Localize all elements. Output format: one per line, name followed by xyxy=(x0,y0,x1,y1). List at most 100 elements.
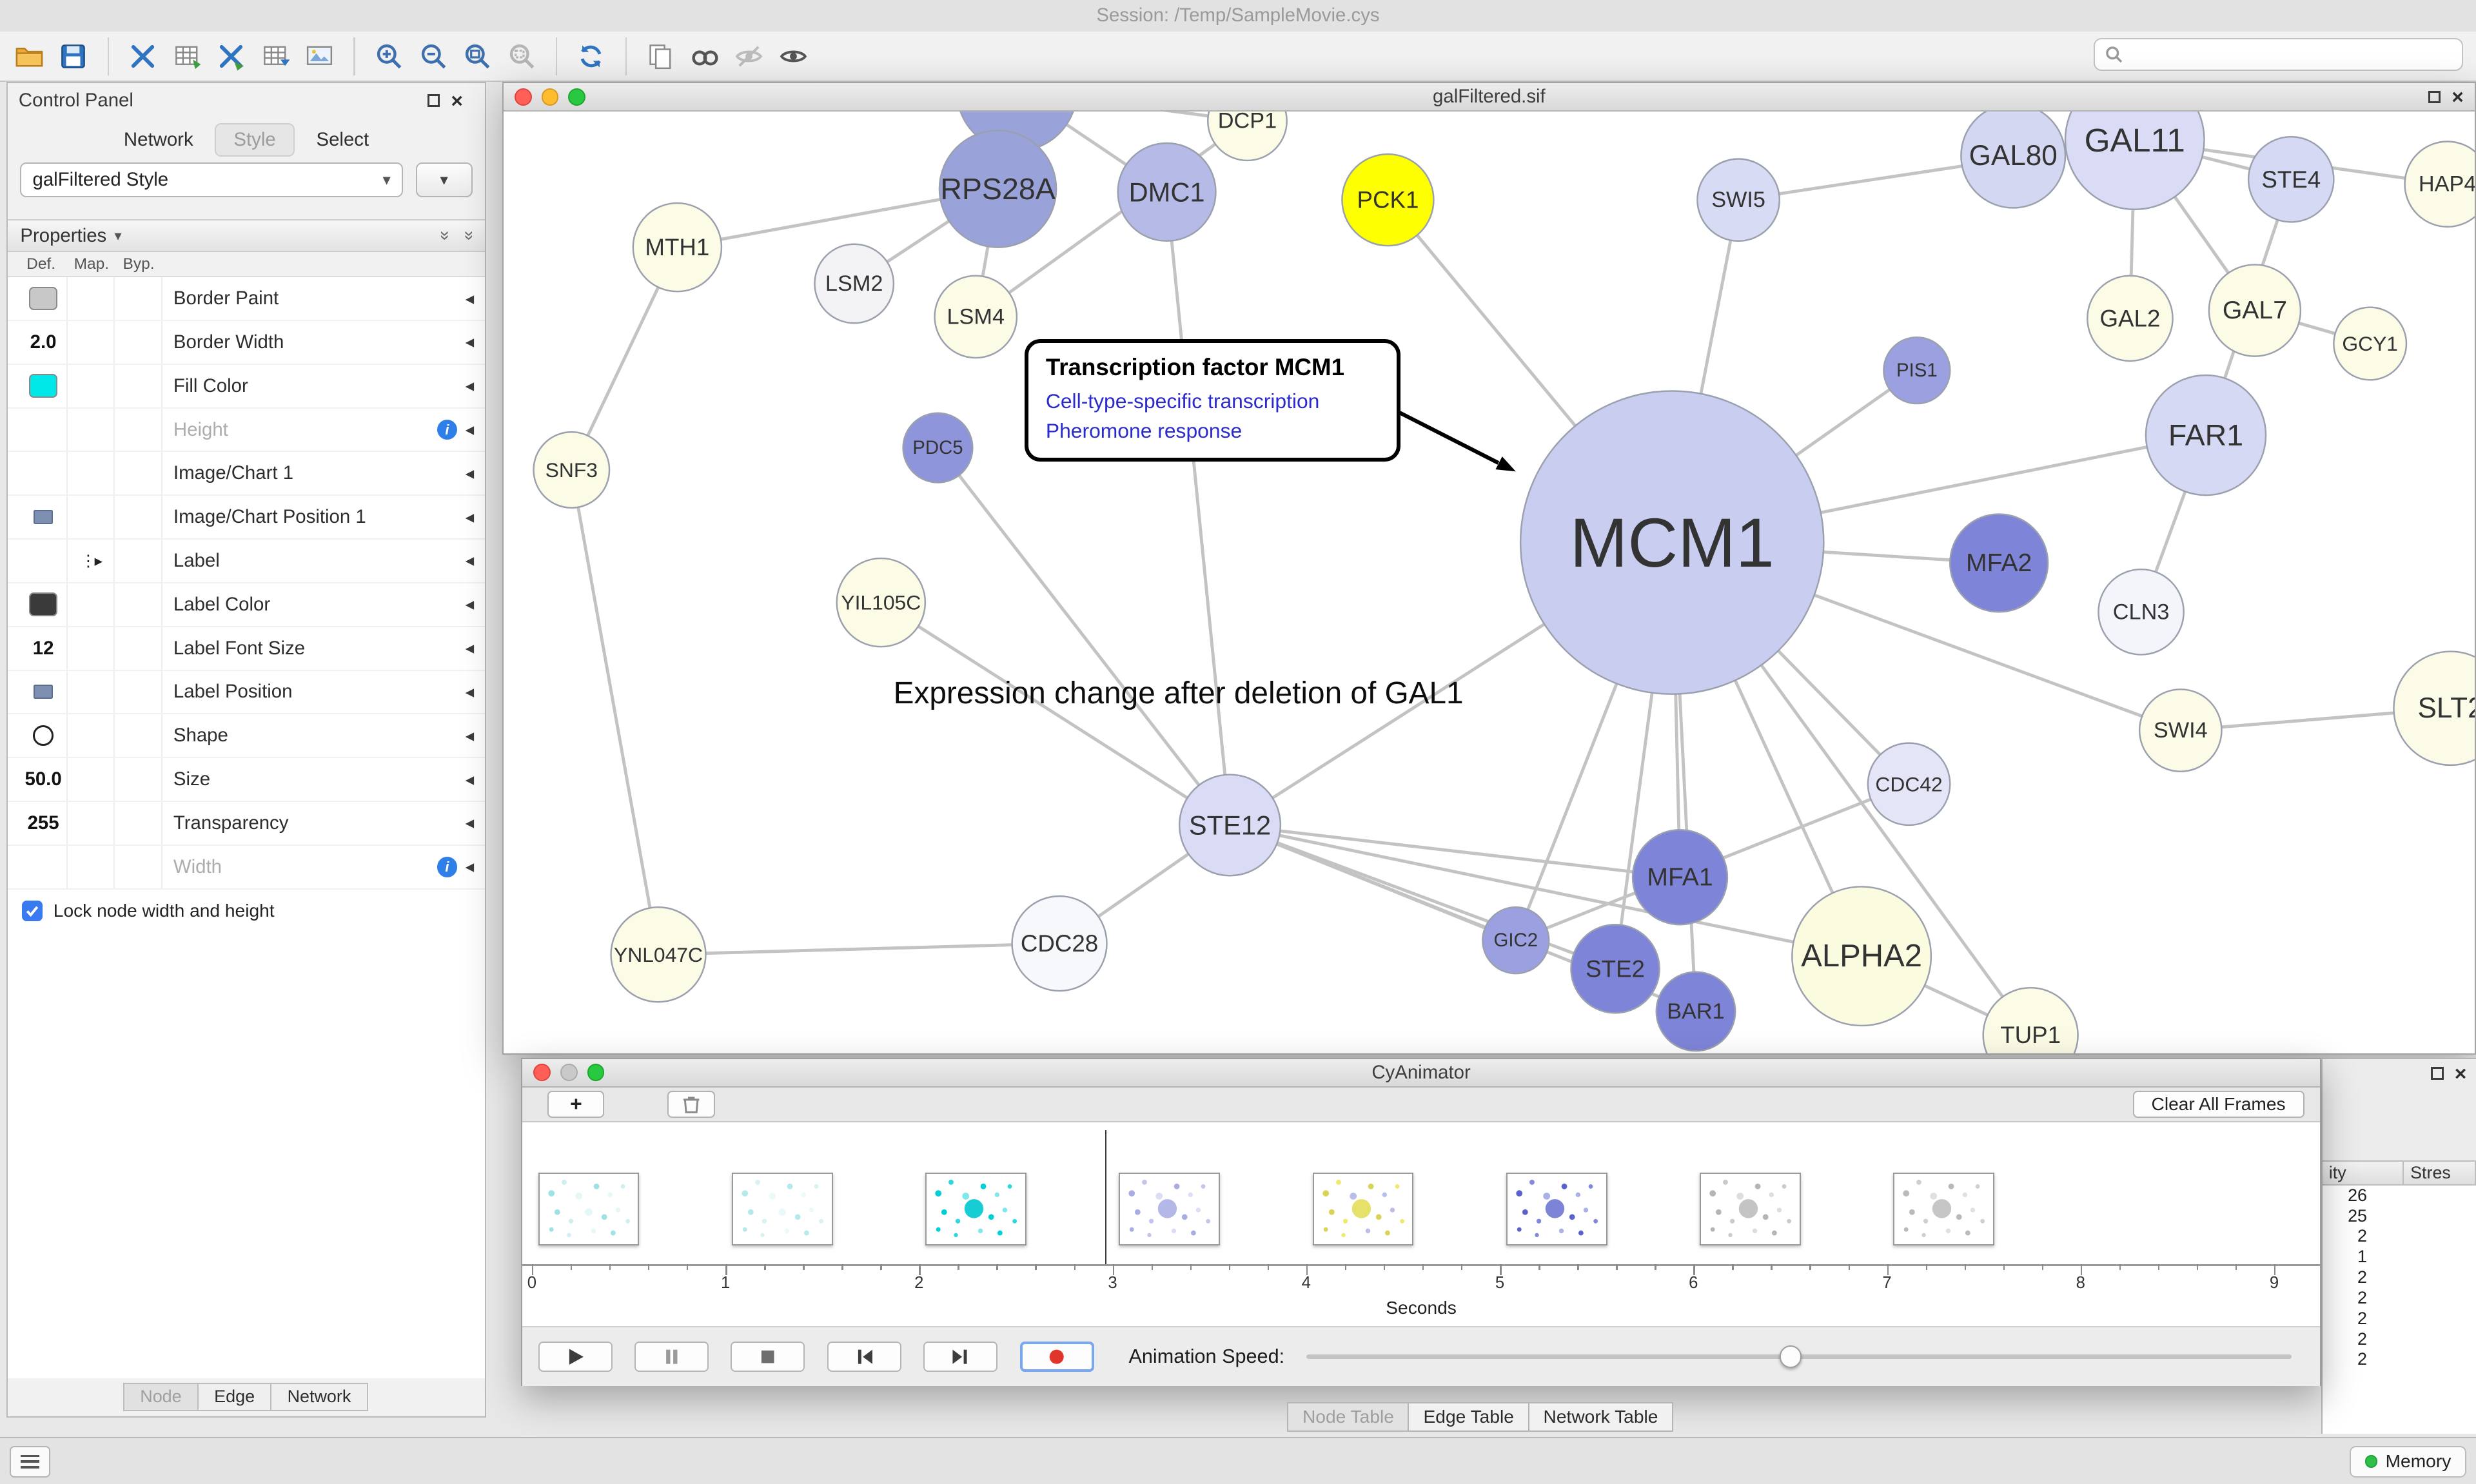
network-node-tup1[interactable] xyxy=(1982,987,2079,1053)
close-window-icon[interactable] xyxy=(514,88,532,106)
bypass-value-cell[interactable] xyxy=(115,758,162,801)
color-swatch[interactable] xyxy=(29,374,58,398)
mapping-value-cell[interactable] xyxy=(68,452,115,495)
mapping-value-cell[interactable] xyxy=(68,758,115,801)
timeline-playhead[interactable] xyxy=(1105,1130,1106,1265)
network-node-gal11[interactable] xyxy=(2064,112,2205,211)
network-node-gic2[interactable] xyxy=(1481,906,1550,975)
default-value-cell[interactable] xyxy=(20,714,68,757)
tab-node-table[interactable]: Node Table xyxy=(1286,1401,1410,1432)
mapping-value-cell[interactable]: ⋮▸ xyxy=(68,540,115,582)
network-node-ste4[interactable] xyxy=(2247,136,2335,224)
bypass-value-cell[interactable] xyxy=(115,714,162,757)
network-node-gal7[interactable] xyxy=(2208,264,2301,358)
export-image-icon[interactable] xyxy=(300,37,339,76)
network-node-ynl047c[interactable] xyxy=(610,906,707,1003)
network-node-mfa2[interactable] xyxy=(1949,513,2049,613)
default-value-cell[interactable]: 255 xyxy=(20,802,68,845)
mapping-value-cell[interactable] xyxy=(68,670,115,714)
expand-row-icon[interactable]: ◂ xyxy=(465,594,475,614)
network-node-mth1[interactable] xyxy=(632,202,722,293)
network-node-mfa1[interactable] xyxy=(1631,829,1728,926)
slider-handle[interactable] xyxy=(1779,1345,1802,1368)
first-neighbors-icon[interactable] xyxy=(685,37,725,76)
default-value-cell[interactable]: 12 xyxy=(20,627,68,670)
network-node-swi4[interactable] xyxy=(2138,688,2223,773)
animation-frame-thumbnail[interactable] xyxy=(1312,1173,1414,1245)
animation-frame-thumbnail[interactable] xyxy=(925,1173,1027,1245)
color-swatch[interactable] xyxy=(29,286,58,311)
expand-row-icon[interactable]: ◂ xyxy=(465,420,475,439)
mapping-value-cell[interactable] xyxy=(68,320,115,364)
zoom-selected-icon[interactable] xyxy=(502,37,542,76)
expand-row-icon[interactable]: ◂ xyxy=(465,332,475,352)
memory-button[interactable]: Memory xyxy=(2349,1445,2467,1478)
property-row[interactable]: Border Paint◂ xyxy=(7,277,486,321)
minimize-window-icon[interactable] xyxy=(560,1064,578,1082)
network-node-dmc1[interactable] xyxy=(1117,142,1217,242)
close-panel-icon[interactable]: × xyxy=(451,89,463,113)
expand-row-icon[interactable]: ◂ xyxy=(465,507,475,527)
network-node-yil105c[interactable] xyxy=(836,558,926,648)
animation-frame-thumbnail[interactable] xyxy=(1506,1173,1607,1245)
zoom-in-icon[interactable] xyxy=(369,37,409,76)
annotation-link[interactable]: Pheromone response xyxy=(1045,418,1243,442)
network-node-alpha2[interactable] xyxy=(1791,886,1932,1027)
lock-size-row[interactable]: Lock node width and height xyxy=(8,890,485,921)
expand-row-icon[interactable]: ◂ xyxy=(465,681,475,701)
bypass-value-cell[interactable] xyxy=(115,364,162,407)
annotation-box[interactable]: Transcription factor MCM1 Cell-type-spec… xyxy=(1024,339,1400,462)
checked-checkbox-icon[interactable] xyxy=(21,900,43,921)
zoom-out-icon[interactable] xyxy=(414,37,453,76)
property-row[interactable]: Label Color◂ xyxy=(7,583,486,627)
float-panel-icon[interactable] xyxy=(2431,1067,2444,1080)
delete-frame-button[interactable] xyxy=(667,1091,715,1118)
property-row[interactable]: Image/Chart 1◂ xyxy=(7,452,486,496)
search-box[interactable] xyxy=(2094,37,2464,72)
export-network-icon[interactable] xyxy=(211,37,251,76)
properties-header[interactable]: Properties ▾ » « xyxy=(7,219,486,253)
animation-speed-slider[interactable] xyxy=(1306,1342,2292,1372)
minimize-window-icon[interactable] xyxy=(541,88,559,106)
animation-frame-thumbnail[interactable] xyxy=(1119,1173,1221,1245)
table-column-header[interactable]: ity xyxy=(2323,1160,2404,1186)
default-value-cell[interactable] xyxy=(20,277,68,320)
property-row[interactable]: Label Position◂ xyxy=(7,670,486,715)
expand-row-icon[interactable]: ◂ xyxy=(465,857,475,877)
network-node-cdc42[interactable] xyxy=(1867,742,1951,826)
record-button[interactable] xyxy=(1019,1342,1094,1372)
mapping-value-cell[interactable] xyxy=(68,583,115,626)
network-node-ste12[interactable] xyxy=(1178,774,1281,877)
network-node-ste2[interactable] xyxy=(1570,924,1660,1015)
default-value-cell[interactable] xyxy=(20,845,68,888)
skip-to-start-button[interactable] xyxy=(827,1342,901,1372)
tab-edge-table[interactable]: Edge Table xyxy=(1408,1401,1529,1432)
default-value-cell[interactable]: 50.0 xyxy=(20,758,68,801)
refresh-view-icon[interactable] xyxy=(571,37,611,76)
tab-network[interactable]: Network xyxy=(123,128,193,150)
default-value-cell[interactable] xyxy=(20,364,68,407)
mapping-value-cell[interactable] xyxy=(68,845,115,888)
default-value-cell[interactable] xyxy=(20,496,68,539)
mapping-value-cell[interactable] xyxy=(68,714,115,757)
property-row[interactable]: ⋮▸Label◂ xyxy=(7,540,486,583)
expand-row-icon[interactable]: ◂ xyxy=(465,288,475,308)
network-node-slt2[interactable] xyxy=(2392,650,2475,766)
property-row[interactable]: Shape◂ xyxy=(7,714,486,759)
mapping-value-cell[interactable] xyxy=(68,408,115,451)
default-value-cell[interactable] xyxy=(20,583,68,626)
mapping-value-cell[interactable] xyxy=(68,627,115,670)
network-node-cdc28[interactable] xyxy=(1011,895,1108,992)
close-panel-icon[interactable]: × xyxy=(2454,1061,2467,1085)
status-menu-button[interactable] xyxy=(9,1445,51,1478)
network-node-pdc5[interactable] xyxy=(902,412,974,484)
animation-frame-thumbnail[interactable] xyxy=(1893,1173,1995,1245)
network-node-lsm2[interactable] xyxy=(813,243,894,324)
expand-row-icon[interactable]: ◂ xyxy=(465,813,475,833)
bypass-value-cell[interactable] xyxy=(115,496,162,539)
network-node-far1[interactable] xyxy=(2145,375,2267,496)
table-mode-tab-edge[interactable]: Edge xyxy=(197,1382,272,1411)
annotation-link[interactable]: Cell-type-specific transcription xyxy=(1045,389,1320,413)
